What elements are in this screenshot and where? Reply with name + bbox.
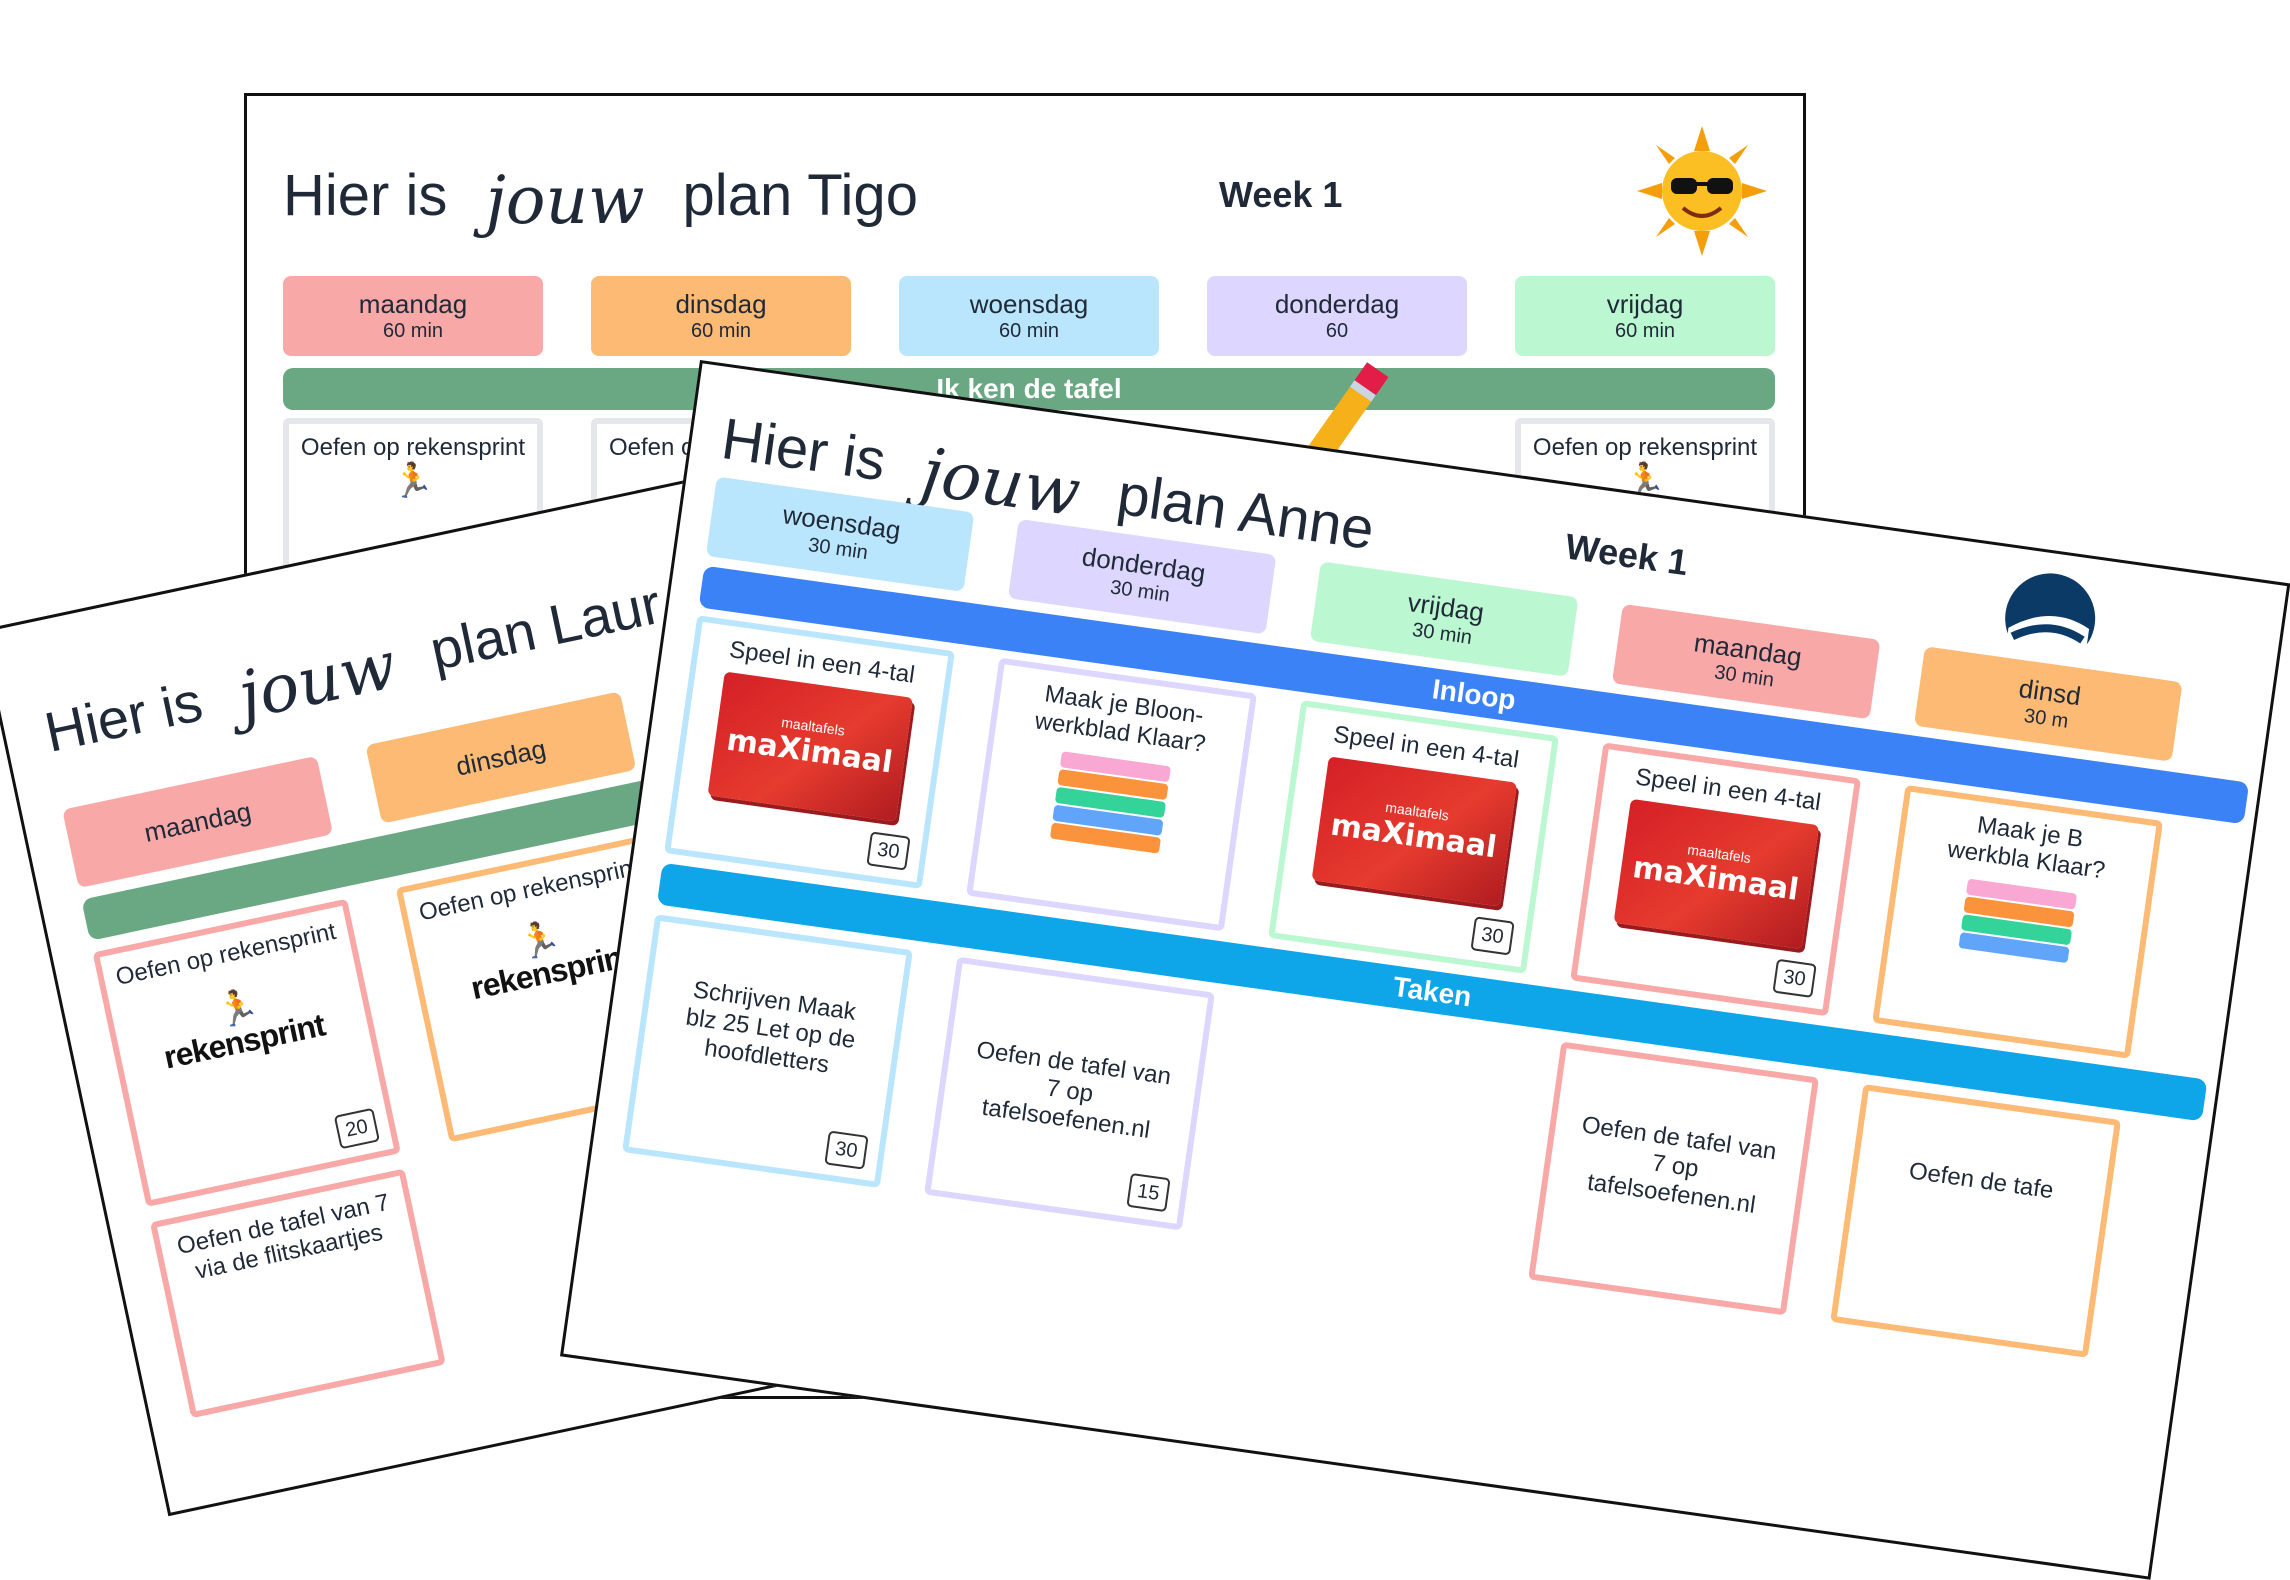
week-label: Week 1	[1562, 525, 1691, 584]
week-label: Week 1	[1219, 174, 1343, 215]
task-card[interactable]: Speel in een 4-tal maaltafels maXimaal 3…	[1268, 700, 1560, 974]
task-card[interactable]: Oefen de tafel van 7 op tafelsoefenen.nl…	[924, 956, 1215, 1231]
day-header-vrijdag: vrijdag 60 min	[1515, 276, 1775, 356]
day-header-donderdag: donderdag 60	[1207, 276, 1467, 356]
maaltafels-game-box-image: maaltafels maXimaal	[1613, 798, 1820, 950]
task-card[interactable]: Maak je B werkbla Klaar?	[1872, 784, 2164, 1059]
task-card[interactable]: Oefen de tafel van 7 via de flitskaartje…	[149, 1168, 446, 1419]
task-card[interactable]: Schrijven Maak blz 25 Let op de hoofdlet…	[622, 914, 913, 1189]
day-header-maandag: maandag 60 min	[283, 276, 543, 356]
task-card[interactable]: Maak je Bloon-werkblad Klaar?	[966, 657, 1257, 932]
task-card[interactable]: Oefen de tafel van 7 op tafelsoefenen.nl	[1528, 1041, 1820, 1316]
section-bar: Ik ken de tafel	[283, 368, 1775, 410]
duration-badge: 15	[1126, 1172, 1171, 1213]
duration-badge: 30	[824, 1130, 869, 1170]
maaltafels-game-box-image: maaltafels maXimaal	[707, 671, 914, 822]
books-stack-icon	[1958, 878, 2078, 964]
task-card[interactable]: Speel in een 4-tal maaltafels maXimaal 3…	[1570, 742, 1862, 1017]
duration-badge: 20	[333, 1107, 380, 1150]
day-header-dinsdag: dinsdag 60 min	[591, 276, 851, 356]
duration-badge: 30	[866, 831, 911, 871]
duration-badge: 30	[1470, 916, 1515, 956]
runner-icon: 🏃	[391, 462, 435, 500]
maaltafels-game-box-image: maaltafels maXimaal	[1311, 756, 1518, 907]
task-card[interactable]: Oefen op rekensprint 🏃 rekensprint 20	[92, 898, 401, 1207]
task-card[interactable]: Oefen de tafe	[1830, 1083, 2122, 1358]
duration-badge: 30	[1772, 958, 1817, 998]
books-stack-icon	[1049, 751, 1172, 854]
day-header-woensdag: woensdag 60 min	[899, 276, 1159, 356]
task-card[interactable]: Speel in een 4-tal maaltafels maXimaal 3…	[664, 615, 955, 889]
sun-with-sunglasses-icon	[1637, 126, 1767, 256]
